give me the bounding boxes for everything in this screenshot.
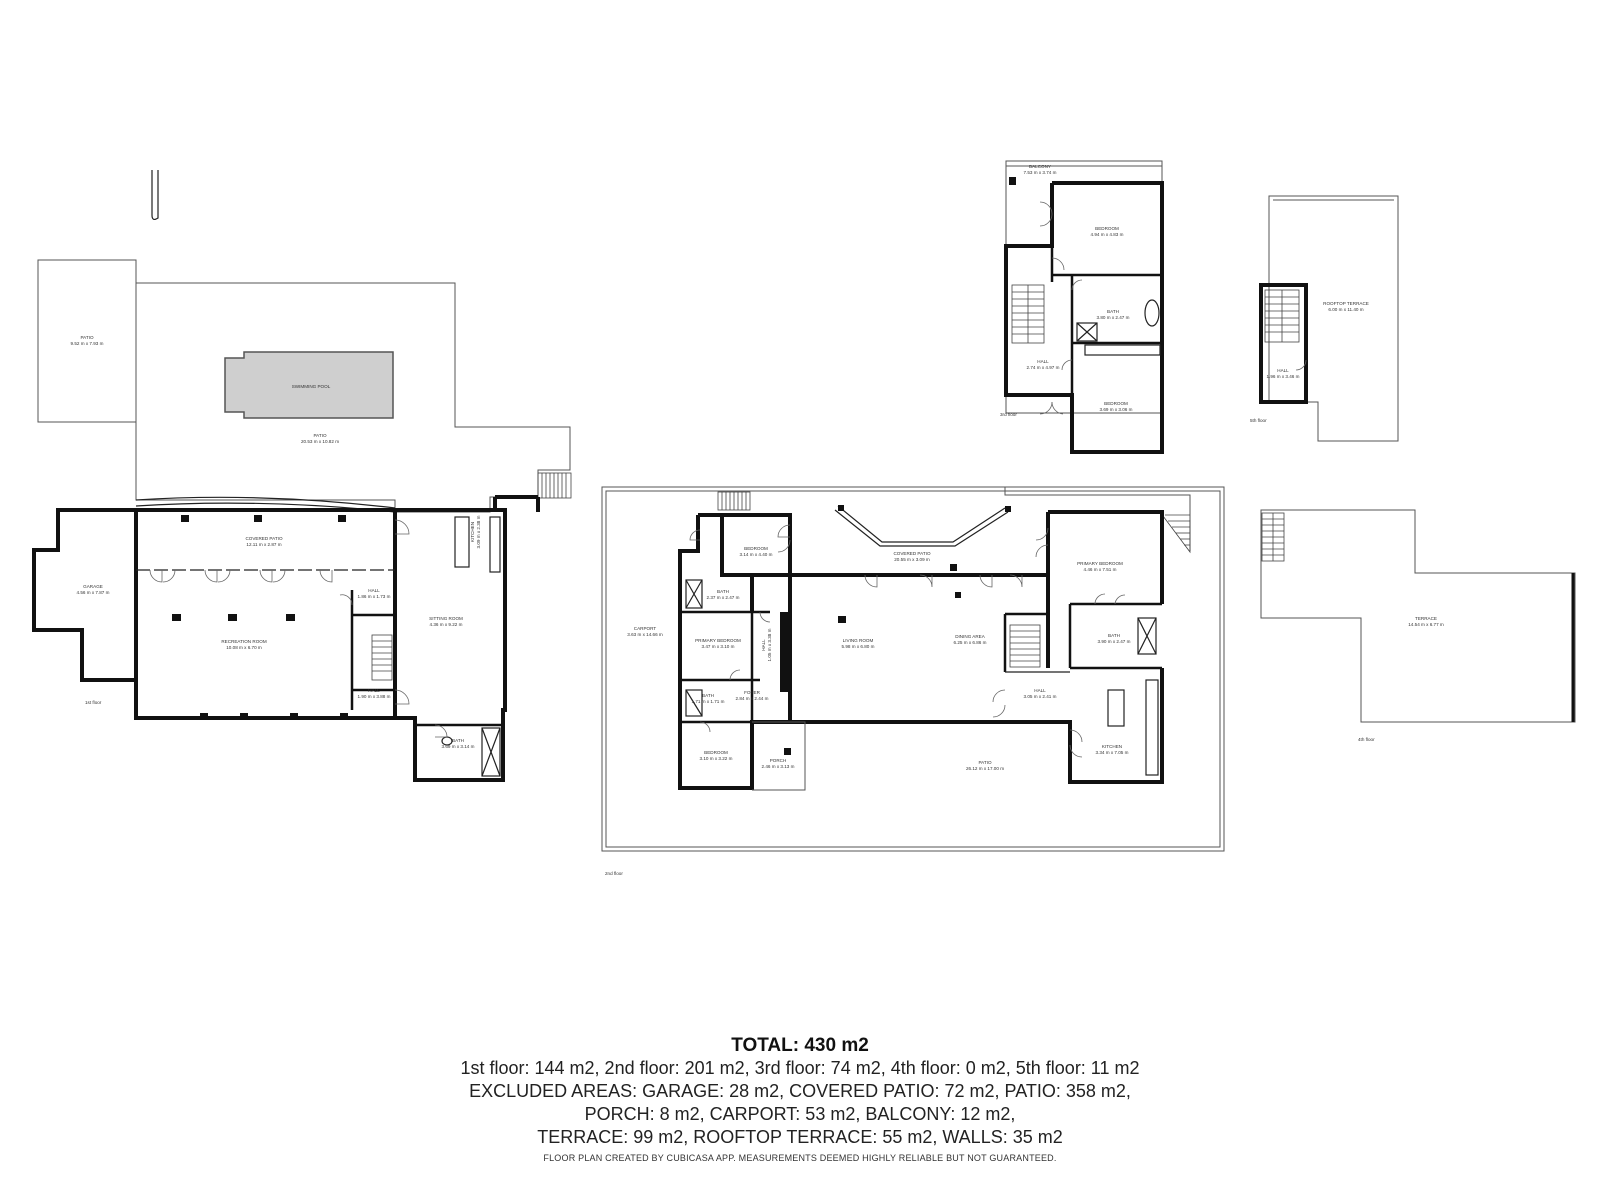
room-name: HALL <box>761 639 766 651</box>
room-dims: 3.69 m x 3.14 m <box>442 744 475 749</box>
floor-areas-line: 1st floor: 144 m2, 2nd floor: 201 m2, 3r… <box>460 1058 1140 1078</box>
room-name: BATH <box>1108 633 1120 638</box>
room-dims: 3.80 m x 2.47 m <box>1097 315 1130 320</box>
excluded-areas-line-2: PORCH: 8 m2, CARPORT: 53 m2, BALCONY: 12… <box>584 1104 1016 1124</box>
room-dims: 26.12 m x 17.00 m <box>966 766 1004 771</box>
room-dims: 3.69 m x 3.06 m <box>1100 407 1133 412</box>
room-name: BEDROOM <box>704 750 728 755</box>
room-name: BEDROOM <box>1095 226 1119 231</box>
room-dims: 3.05 m x 2.41 m <box>1024 694 1057 699</box>
excluded-areas-line-3: TERRACE: 99 m2, ROOFTOP TERRACE: 55 m2, … <box>537 1127 1063 1147</box>
room-dims: 1.05 m x 3.38 m <box>767 628 772 661</box>
room-dims: 14.54 m x 6.77 m <box>1408 622 1444 627</box>
room-name: KITCHEN <box>470 522 475 542</box>
room-name: TERRACE <box>1415 616 1437 621</box>
room-name: HALL <box>368 588 380 593</box>
room-dims: 3.47 m x 3.10 m <box>702 644 735 649</box>
third-floor-room-labels: BALCONY 7.53 m x 3.74 m BEDROOM 4.94 m x… <box>1024 164 1133 412</box>
room-name: PORCH <box>770 758 787 763</box>
room-name: GARAGE <box>83 584 103 589</box>
room-name: PATIO <box>80 335 94 340</box>
room-dims: 1.71 m x 1.71 m <box>692 699 725 704</box>
second-floor-room-labels: CARPORT 3.63 m x 14.66 m BEDROOM 3.14 m … <box>627 546 1130 771</box>
floor-plan-drawing: 1st floor PATIO 9.52 m x 7.93 m SWIMMING… <box>32 160 1576 876</box>
room-name: HALL <box>1034 688 1046 693</box>
third-floor-label: 3rd floor <box>1000 412 1017 417</box>
room-dims: 4.56 m x 7.87 m <box>77 590 110 595</box>
disclaimer: FLOOR PLAN CREATED BY CUBICASA APP. MEAS… <box>543 1153 1057 1163</box>
room-name: PRIMARY BEDROOM <box>1077 561 1123 566</box>
room-dims: 2.84 m x 2.44 m <box>736 696 769 701</box>
room-dims: 3.90 m x 2.47 m <box>1098 639 1131 644</box>
area-summary: TOTAL: 430 m2 1st floor: 144 m2, 2nd flo… <box>0 1034 1600 1163</box>
room-dims: 7.53 m x 3.74 m <box>1024 170 1057 175</box>
room-name: PATIO <box>313 433 327 438</box>
room-dims: 3.10 m x 3.22 m <box>700 756 733 761</box>
room-name: PRIMARY BEDROOM <box>695 638 741 643</box>
room-dims: 1.96 m x 3.46 m <box>1267 374 1300 379</box>
room-name: BATH <box>1107 309 1119 314</box>
fourth-floor-room-labels: TERRACE 14.54 m x 6.77 m <box>1408 616 1444 627</box>
room-name: CARPORT <box>634 626 657 631</box>
room-name: ROOFTOP TERRACE <box>1323 301 1369 306</box>
room-name: COVERED PATIO <box>893 551 931 556</box>
fifth-floor-label: 5th floor <box>1250 418 1267 423</box>
room-dims: 3.63 m x 14.66 m <box>627 632 663 637</box>
fourth-floor-plan: 4th floor <box>1260 509 1576 742</box>
room-dims: 10.08 m x 6.70 m <box>226 645 262 650</box>
room-name: BEDROOM <box>1104 401 1128 406</box>
room-name: HALL <box>1277 368 1289 373</box>
room-dims: 4.94 m x 4.83 m <box>1091 232 1124 237</box>
room-name: KITCHEN <box>1102 744 1122 749</box>
first-floor-label: 1st floor <box>85 700 102 705</box>
room-dims: 3.34 m x 7.05 m <box>1096 750 1129 755</box>
second-floor-plan: 2nd floor <box>601 486 1225 876</box>
room-name: BATH <box>702 693 714 698</box>
room-name: SITTING ROOM <box>429 616 463 621</box>
room-name: BEDROOM <box>744 546 768 551</box>
room-dims: 2.74 m x 4.97 m <box>1027 365 1060 370</box>
room-name: RECREATION ROOM <box>221 639 267 644</box>
room-dims: 4.46 m x 7.51 m <box>1084 567 1117 572</box>
room-name: HALL <box>1037 359 1049 364</box>
room-dims: 1.86 m x 1.73 m <box>358 594 391 599</box>
room-name: BATH <box>452 738 464 743</box>
swimming-pool-shape <box>224 351 394 419</box>
room-name: HALL <box>368 688 380 693</box>
room-name: PATIO <box>978 760 992 765</box>
room-name: DINING AREA <box>955 634 986 639</box>
excluded-areas-line-1: EXCLUDED AREAS: GARAGE: 28 m2, COVERED P… <box>469 1081 1131 1101</box>
room-dims: 20.55 m x 3.09 m <box>894 557 930 562</box>
room-dims: 2.46 m x 3.13 m <box>762 764 795 769</box>
room-name: FOYER <box>744 690 761 695</box>
room-dims: 4.36 m x 9.22 m <box>430 622 463 627</box>
room-name: BATH <box>717 589 729 594</box>
room-dims: 3.09 m x 2.38 m <box>476 515 481 548</box>
room-name: COVERED PATIO <box>245 536 283 541</box>
room-dims: 5.98 m x 6.80 m <box>842 644 875 649</box>
room-dims: 3.14 m x 4.40 m <box>740 552 773 557</box>
room-name: LIVING ROOM <box>843 638 874 643</box>
third-floor-plan: 3rd floor <box>1000 160 1164 454</box>
room-dims: 6.25 m x 6.86 m <box>954 640 987 645</box>
first-floor-plan: 1st floor <box>32 170 572 782</box>
room-dims: 12.11 m x 2.87 m <box>246 542 281 547</box>
room-dims: 2.37 m x 2.47 m <box>707 595 740 600</box>
room-dims: 9.52 m x 7.93 m <box>71 341 104 346</box>
first-floor-room-labels: PATIO 9.52 m x 7.93 m SWIMMING POOL PATI… <box>71 335 481 749</box>
fifth-floor-room-labels: ROOFTOP TERRACE 6.00 m x 11.40 m HALL 1.… <box>1267 301 1369 379</box>
fourth-floor-label: 4th floor <box>1358 737 1375 742</box>
room-name: SWIMMING POOL <box>292 384 331 389</box>
room-dims: 1.90 m x 3.88 m <box>358 694 391 699</box>
room-name: BALCONY <box>1029 164 1051 169</box>
room-dims: 20.53 m x 10.82 m <box>301 439 339 444</box>
total-area: TOTAL: 430 m2 <box>731 1035 869 1056</box>
second-floor-label: 2nd floor <box>605 871 623 876</box>
fifth-floor-plan: 5th floor <box>1250 195 1399 442</box>
room-dims: 6.00 m x 11.40 m <box>1328 307 1363 312</box>
